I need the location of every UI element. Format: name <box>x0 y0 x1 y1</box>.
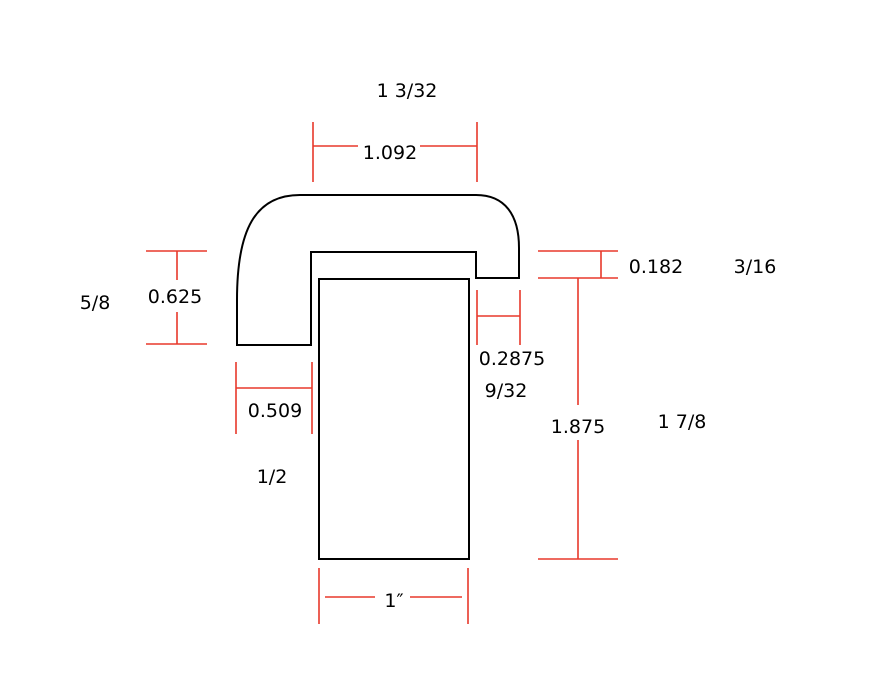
cap-profile-outline <box>236 194 520 346</box>
insert-rectangle <box>318 278 470 560</box>
dim-left-height-decimal: 0.625 <box>148 286 202 308</box>
dim-insert-height-fraction: 1 7/8 <box>658 411 707 433</box>
dim-top-width-fraction: 1 3/32 <box>377 80 438 102</box>
dim-top-width-decimal: 1.092 <box>363 142 417 164</box>
dim-right-lip-decimal: 0.2875 <box>479 348 545 370</box>
dim-left-lip-fraction: 1/2 <box>257 466 288 488</box>
dim-top-width: 1.092 1 3/32 <box>312 80 478 182</box>
dim-insert-height: 1.875 1 7/8 <box>538 278 707 560</box>
dim-insert-width: 1″ <box>318 568 469 624</box>
dim-left-height-fraction: 5/8 <box>80 292 111 314</box>
dim-left-lip: 0.509 1/2 <box>235 362 313 488</box>
dim-insert-width-label: 1″ <box>384 590 403 612</box>
dim-right-lip-fraction: 9/32 <box>485 380 528 402</box>
dim-left-lip-decimal: 0.509 <box>248 400 302 422</box>
dim-right-step: 0.182 3/16 <box>538 250 777 279</box>
dim-insert-height-decimal: 1.875 <box>551 416 605 438</box>
dim-right-step-decimal: 0.182 <box>629 256 683 278</box>
dim-left-height: 0.625 5/8 <box>80 250 207 345</box>
dim-right-step-fraction: 3/16 <box>734 256 777 278</box>
dim-right-lip: 0.2875 9/32 <box>476 290 545 402</box>
